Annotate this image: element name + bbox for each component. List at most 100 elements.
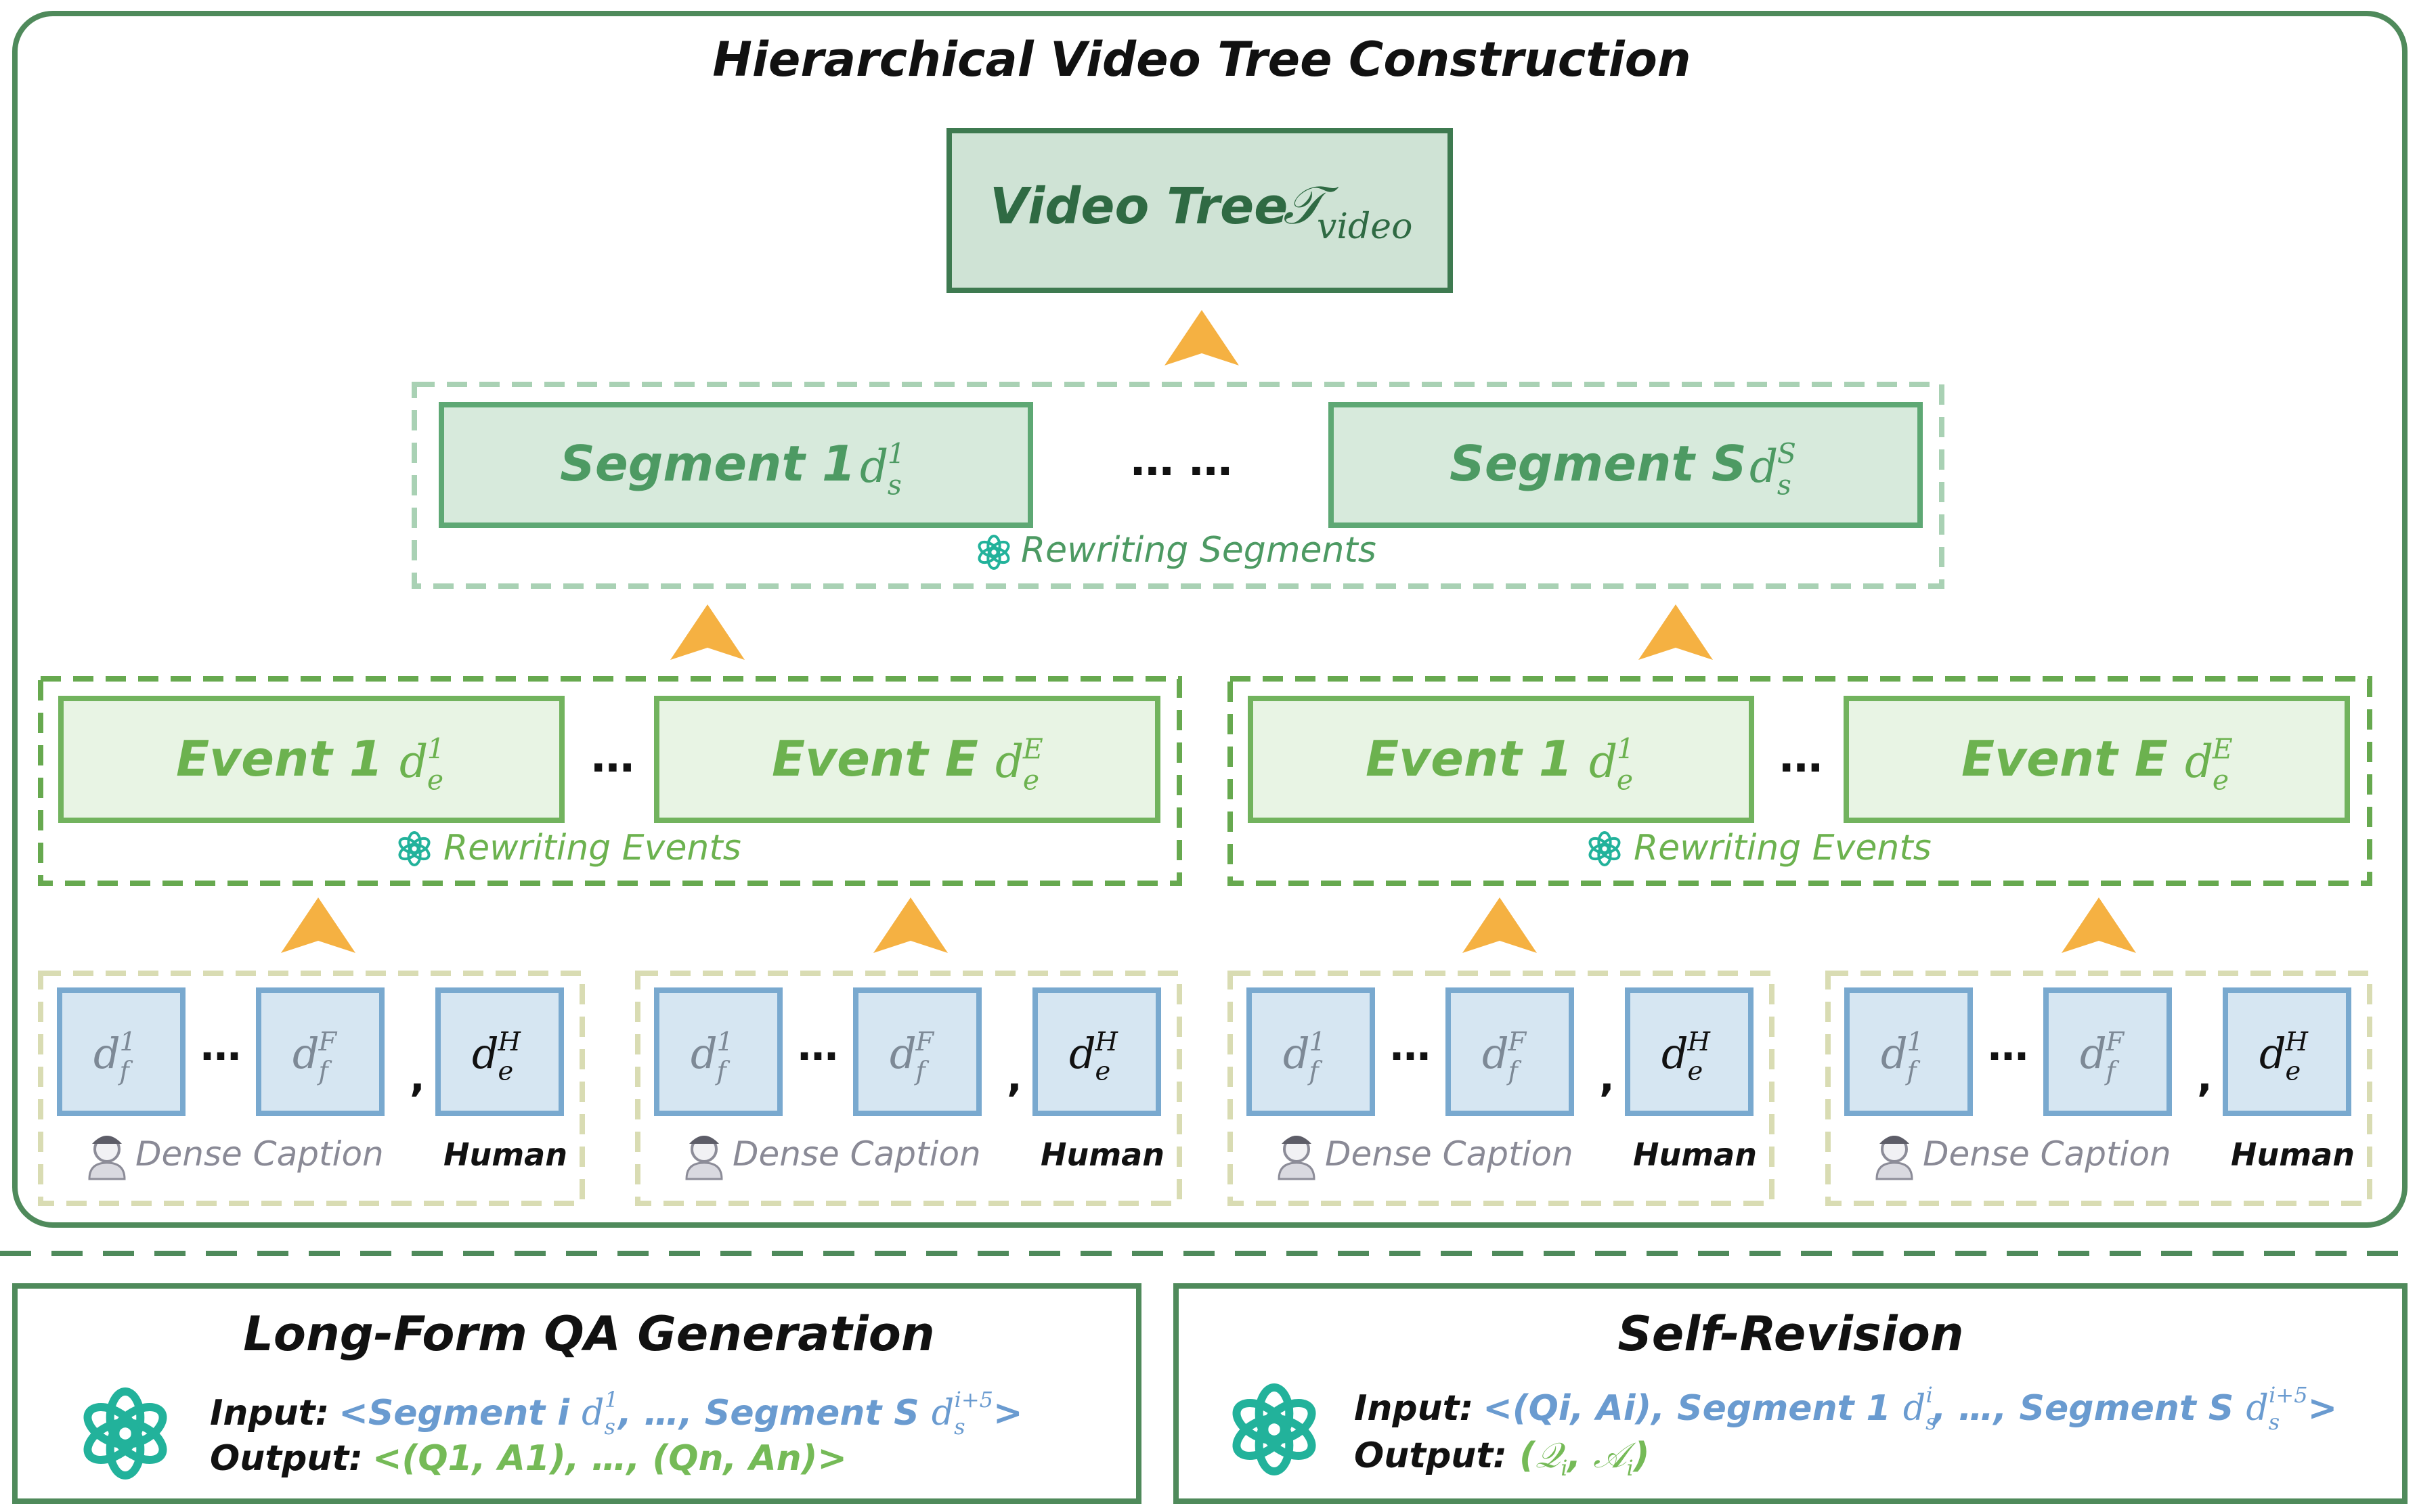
dense-caption-label: Dense Caption [1325, 1134, 1573, 1174]
event-label: Event 1 [176, 730, 383, 787]
rewriting-segments-label: Rewriting Segments [1021, 530, 1376, 571]
math-sub: e [498, 1056, 513, 1086]
top-panel [12, 11, 2408, 1228]
frame-caption-box [2043, 987, 2172, 1116]
human-caption-math: dHe [472, 1027, 521, 1086]
line-part: 1 [605, 1387, 618, 1413]
event-group [1227, 676, 2372, 886]
frame-caption-box [1246, 987, 1375, 1116]
line-part: <Segment i [339, 1393, 582, 1433]
math-sup: E [1022, 732, 1043, 765]
frames-ellipsis: … [1988, 1023, 2028, 1070]
line-part: s [2269, 1409, 2280, 1435]
segment-math: d1s [860, 437, 905, 501]
math-sup: F [915, 1027, 934, 1057]
segment-math: dSs [1749, 437, 1796, 501]
event-box [58, 696, 565, 823]
line-part: > [993, 1393, 1023, 1433]
video-tree-box [946, 128, 1453, 293]
math-var: d [995, 736, 1024, 788]
event-group [38, 676, 1182, 886]
dense-caption-label: Dense Caption [1923, 1134, 2171, 1174]
openai-logo-icon [398, 831, 431, 866]
openai-logo-icon [1588, 831, 1621, 866]
line-part: d [582, 1393, 604, 1433]
icon-hair [689, 1136, 719, 1144]
punct: , [1566, 1436, 1593, 1476]
video-tree-symbol-sub: video [1317, 206, 1412, 247]
line-part: > [2308, 1388, 2338, 1429]
rewriting-events-label: Rewriting Events [443, 828, 741, 868]
line-label: Output: [1354, 1436, 1507, 1476]
segment-label: Segment S [1450, 435, 1747, 492]
math-sup: F [1507, 1027, 1527, 1057]
math-sup: H [1094, 1027, 1118, 1057]
icon-body [88, 1161, 126, 1180]
human-label: Human [443, 1136, 567, 1173]
events-ellipsis: … [1779, 732, 1823, 782]
math-var: d [1661, 1029, 1689, 1078]
caption-group [635, 971, 1182, 1206]
human-label: Human [1633, 1136, 1757, 1173]
math-var: d [292, 1029, 320, 1078]
line-part: s [1925, 1409, 1936, 1435]
human-caption-math: dHe [2259, 1027, 2309, 1086]
math-sub: e [1617, 763, 1633, 796]
caption-model-icon [1875, 1136, 1913, 1180]
event-math: d1e [1589, 732, 1634, 796]
up-arrow-icon [1638, 604, 1713, 660]
openai-petal [83, 1402, 139, 1448]
line-part: d [932, 1393, 954, 1433]
frames-ellipsis: … [798, 1023, 838, 1070]
up-arrow-icon [670, 604, 745, 660]
qa-panel [12, 1283, 1141, 1504]
frame-caption-box [853, 987, 982, 1116]
output-q-sub: i [1561, 1455, 1567, 1481]
math-sub: s [888, 468, 902, 501]
caption-model-icon [685, 1136, 723, 1180]
segment-label: Segment 1 [560, 435, 856, 492]
math-sub: e [2213, 763, 2229, 796]
math-sup: H [2284, 1027, 2309, 1057]
caption-comma: , [1599, 1054, 1615, 1101]
caption-comma: , [1007, 1054, 1022, 1101]
caption-model-icon [88, 1136, 126, 1180]
up-arrow-icon [281, 897, 355, 953]
caption-comma: , [410, 1054, 425, 1101]
up-arrow-icon [2062, 897, 2136, 953]
human-caption-box [1032, 987, 1161, 1116]
icon-hair [92, 1136, 122, 1144]
qa-output-value: <(Q1, A1), …, (Qn, An)> [372, 1438, 847, 1479]
segments-ellipsis: … … [1131, 436, 1232, 486]
openai-petal [1588, 837, 1610, 854]
human-label: Human [1041, 1136, 1164, 1173]
math-sup: 1 [119, 1027, 135, 1057]
math-var: d [1482, 1029, 1509, 1078]
caption-comma: , [2197, 1054, 2213, 1101]
human-label: Human [2231, 1136, 2355, 1173]
openai-logo-icon [1232, 1383, 1316, 1475]
math-sub: e [1095, 1056, 1110, 1086]
dense-caption-label: Dense Caption [733, 1134, 981, 1174]
line-part: s [604, 1414, 615, 1440]
qa-panel-title: Long-Form QA Generation [243, 1306, 934, 1362]
math-sup: 1 [1617, 732, 1634, 765]
line-part: i [1926, 1382, 1933, 1408]
events-ellipsis: … [591, 732, 634, 782]
math-sup: 1 [888, 437, 905, 470]
math-var: d [1589, 736, 1617, 788]
caption-group [38, 971, 585, 1206]
segment-box [439, 402, 1033, 528]
line-label: Output: [210, 1438, 363, 1479]
math-var: d [890, 1029, 917, 1078]
math-var: d [1283, 1029, 1310, 1078]
math-sub: s [1777, 468, 1791, 501]
math-sup: H [1686, 1027, 1711, 1057]
revision-panel [1173, 1283, 2408, 1504]
frame-caption-math: d1f [691, 1027, 733, 1086]
math-sub: e [427, 763, 443, 796]
line-label: Input: [1354, 1388, 1473, 1429]
math-sub: e [1023, 763, 1039, 796]
up-arrow-icon [873, 897, 948, 953]
